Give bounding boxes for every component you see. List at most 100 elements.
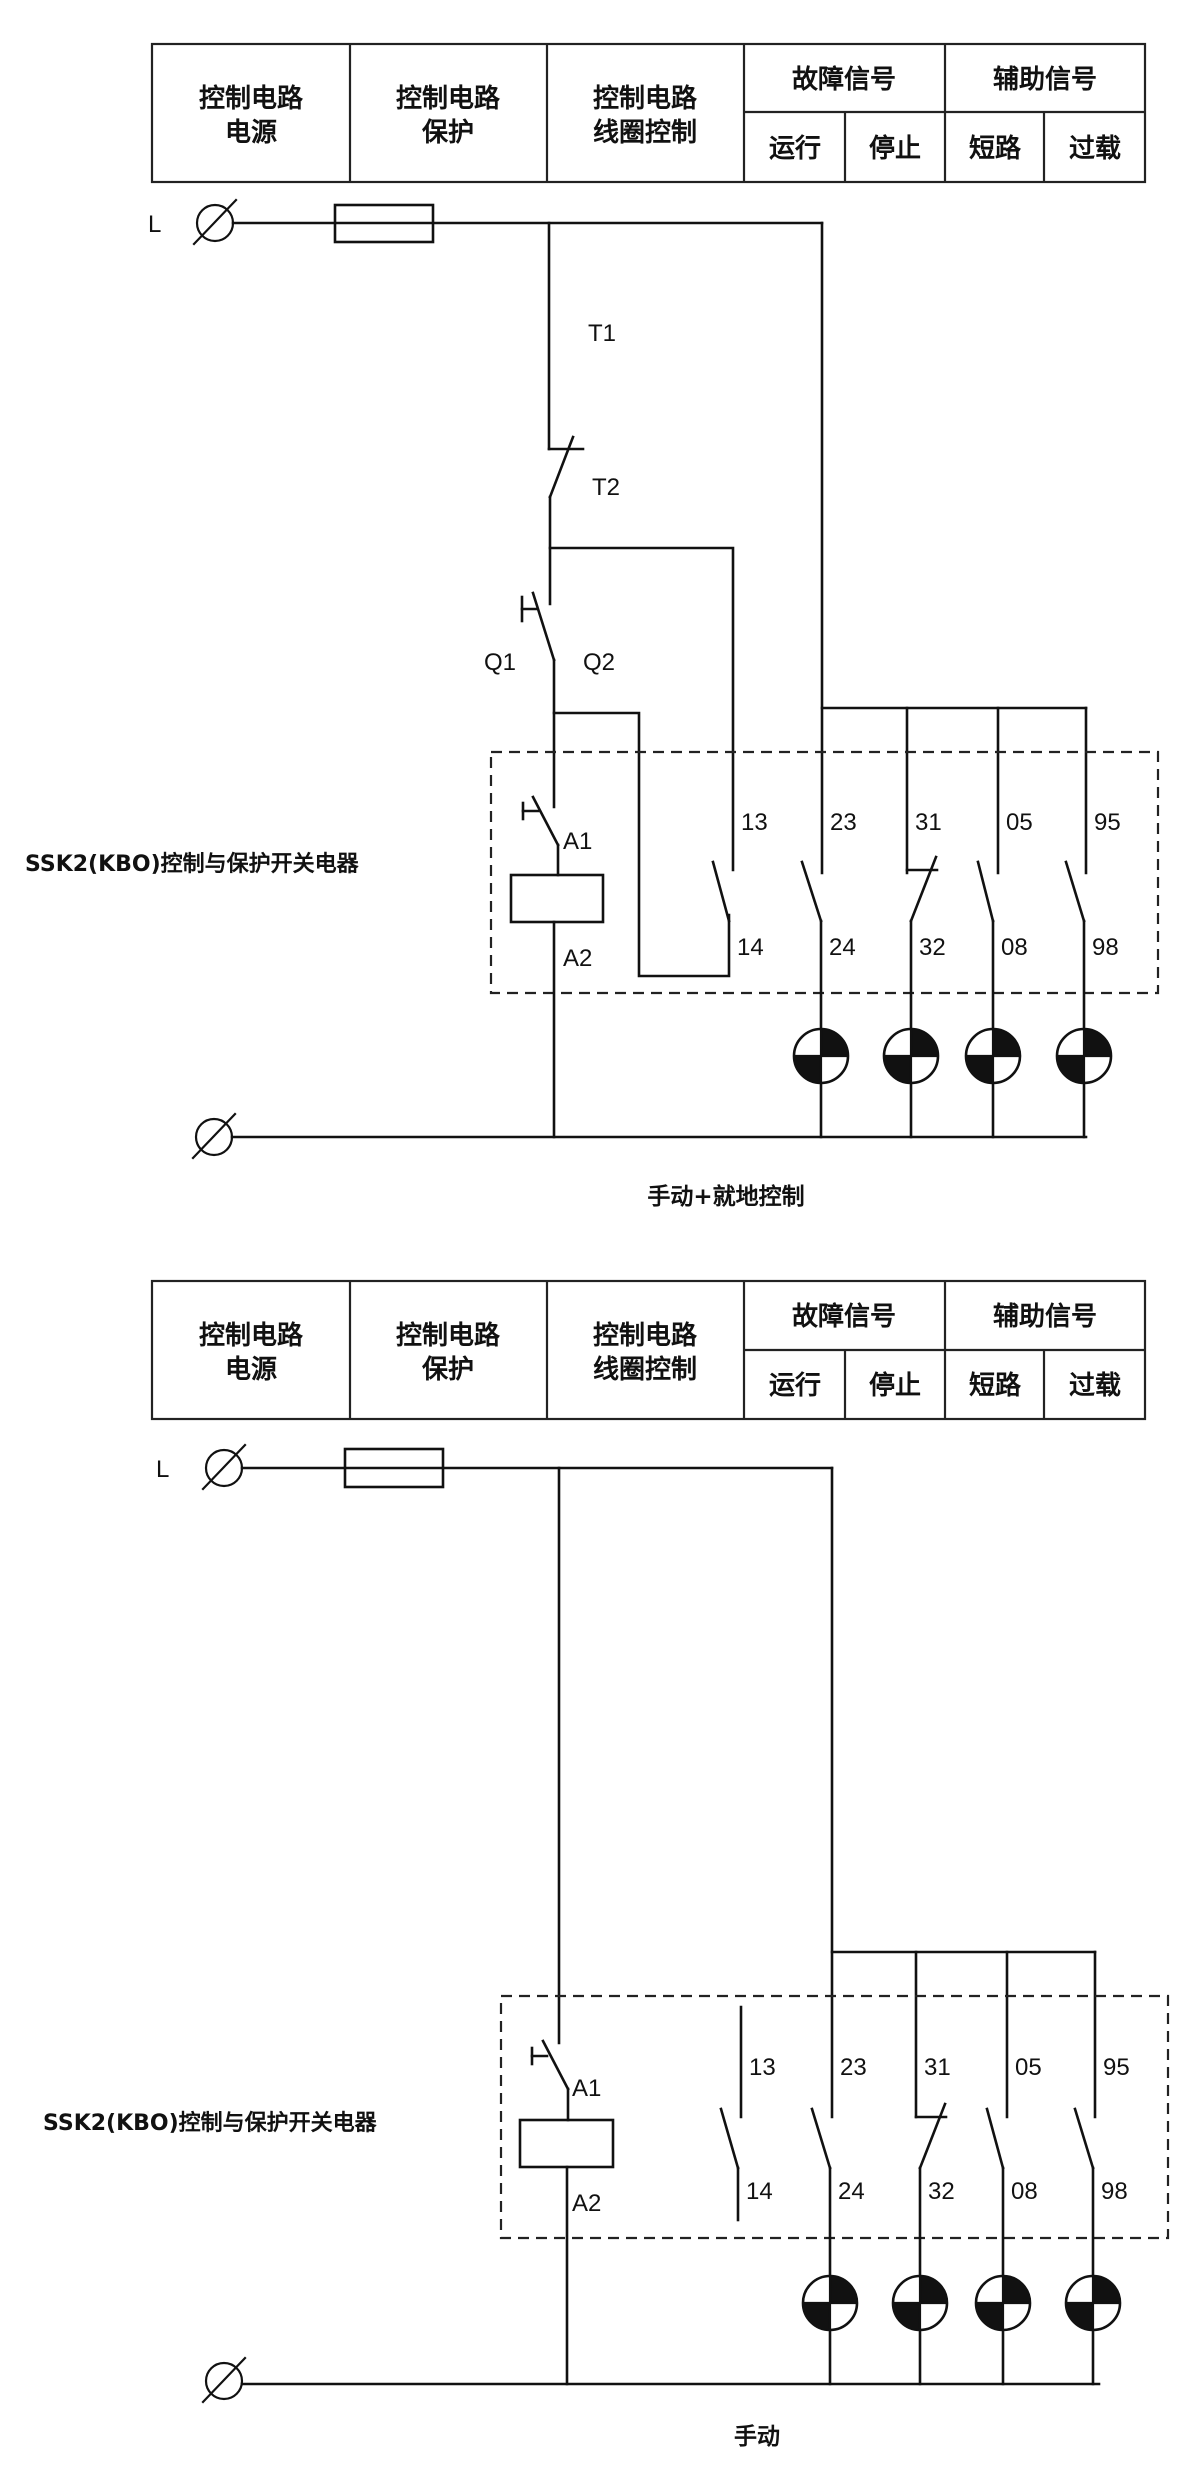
terminal-label-14: 14 [737,934,764,961]
indicator-lamp-icon [792,1027,850,1085]
header-aux-signal: 辅助信号 [993,1302,1097,1332]
header-table: 控制电路 电源 控制电路 保护 控制电路 线圈控制 故障信号 辅助信号 运行 停… [150,42,1147,184]
terminal-label-31: 31 [924,2054,951,2081]
coil-label-a1: A1 [563,828,592,855]
pushbutton-q1-icon [520,591,556,662]
switch-label-q1: Q1 [484,649,516,676]
switch-label-t2: T2 [592,474,620,501]
coil-icon [509,873,605,924]
terminal-l-icon [201,1443,247,1491]
terminal-n-icon [191,1112,237,1160]
header-protection-line2: 保护 [421,1355,474,1385]
terminal-label-23: 23 [840,2054,867,2081]
contact-95-98: 95 98 [1064,809,1121,1139]
terminal-label-13: 13 [749,2054,776,2081]
coil-icon [518,2118,615,2169]
header-overload: 过载 [1069,134,1121,164]
no-contact-icon [1064,860,1086,923]
header-coil-line1: 控制电路 [593,83,698,114]
diagram-caption: 手动 [734,2424,780,2450]
header-stop: 停止 [869,133,921,164]
header-protection-line1: 控制电路 [396,1320,501,1351]
no-contact-icon [1073,2107,1095,2170]
switch-label-q2: Q2 [583,649,615,676]
contact-31-32: 31 32 [905,809,946,1139]
terminal-label-31: 31 [915,809,942,836]
terminal-label-14: 14 [746,2178,773,2205]
indicator-lamps [792,1027,1113,1085]
header-protection-line2: 保护 [421,118,474,148]
phase-label: L [156,1456,169,1483]
phase-label: L [148,211,161,238]
device-label: SSK2(KBO)控制与保护开关电器 [43,2110,378,2136]
header-coil-line1: 控制电路 [593,1320,698,1351]
indicator-lamp-icon [1064,2274,1122,2332]
contact-95-98: 95 98 [1073,2054,1130,2386]
header-table: 控制电路 电源 控制电路 保护 控制电路 线圈控制 故障信号 辅助信号 运行 停… [150,1279,1147,1421]
contact-23-24: 23 24 [810,2054,867,2386]
no-contact-icon [810,2107,832,2170]
header-stop: 停止 [869,1370,921,1401]
header-power-line2: 电源 [225,118,277,148]
header-fault-signal: 故障信号 [792,64,896,95]
header-short-circuit: 短路 [969,1370,1022,1401]
terminal-label-24: 24 [838,2178,865,2205]
terminal-label-95: 95 [1103,2054,1130,2081]
indicator-lamp-icon [882,1027,940,1085]
terminal-label-08: 08 [1011,2178,1038,2205]
header-coil-line2: 线圈控制 [593,1355,697,1385]
contact-05-08: 05 08 [985,2054,1042,2386]
diagram-manual: 控制电路 电源 控制电路 保护 控制电路 线圈控制 故障信号 辅助信号 运行 停… [43,1279,1170,2450]
terminal-label-32: 32 [928,2178,955,2205]
device-boundary [489,750,1160,995]
header-run: 运行 [769,133,821,164]
terminal-l-icon [192,198,238,246]
no-contact-icon [976,860,995,923]
indicator-lamp-icon [801,2274,859,2332]
fuse-icon [343,1447,445,1489]
terminal-label-95: 95 [1094,809,1121,836]
contact-05-08: 05 08 [976,809,1033,1139]
terminal-label-32: 32 [919,934,946,961]
terminal-label-05: 05 [1006,809,1033,836]
diagram-manual-local: 控制电路 电源 控制电路 保护 控制电路 线圈控制 故障信号 辅助信号 运行 停… [25,42,1160,1210]
terminal-label-98: 98 [1101,2178,1128,2205]
header-power-line1: 控制电路 [199,1320,304,1351]
nc-contact-icon [918,2102,947,2170]
terminal-label-05: 05 [1015,2054,1042,2081]
header-short-circuit: 短路 [969,133,1022,164]
indicator-lamp-icon [974,2274,1032,2332]
no-contact-icon [800,860,823,923]
device-label: SSK2(KBO)控制与保护开关电器 [25,851,360,877]
header-run: 运行 [769,1370,821,1401]
nc-contact-icon [909,855,938,923]
no-contact-icon [711,860,731,923]
branch-to-13 [548,546,735,872]
header-power-line1: 控制电路 [199,83,304,114]
device-boundary [499,1994,1170,2240]
indicator-lamps [801,2274,1122,2332]
branch-to-14 [552,711,731,978]
indicator-lamp-icon [964,1027,1022,1085]
header-power-line2: 电源 [225,1355,277,1385]
contact-31-32: 31 32 [914,2054,955,2386]
header-aux-signal: 辅助信号 [993,65,1097,95]
header-overload: 过载 [1069,1371,1121,1401]
header-fault-signal: 故障信号 [792,1301,896,1332]
terminal-label-24: 24 [829,934,856,961]
header-protection-line1: 控制电路 [396,83,501,114]
contact-13-14: 13 14 [719,2005,776,2222]
fuse-icon [333,203,435,244]
terminal-n-icon [201,2356,247,2404]
coil-label-a1: A1 [572,2075,601,2102]
indicator-lamp-icon [891,2274,949,2332]
terminal-label-98: 98 [1092,934,1119,961]
pushbutton-a1-icon [530,2039,570,2091]
terminal-label-08: 08 [1001,934,1028,961]
no-contact-icon [719,2107,740,2170]
pushbutton-a1-icon [521,795,560,847]
